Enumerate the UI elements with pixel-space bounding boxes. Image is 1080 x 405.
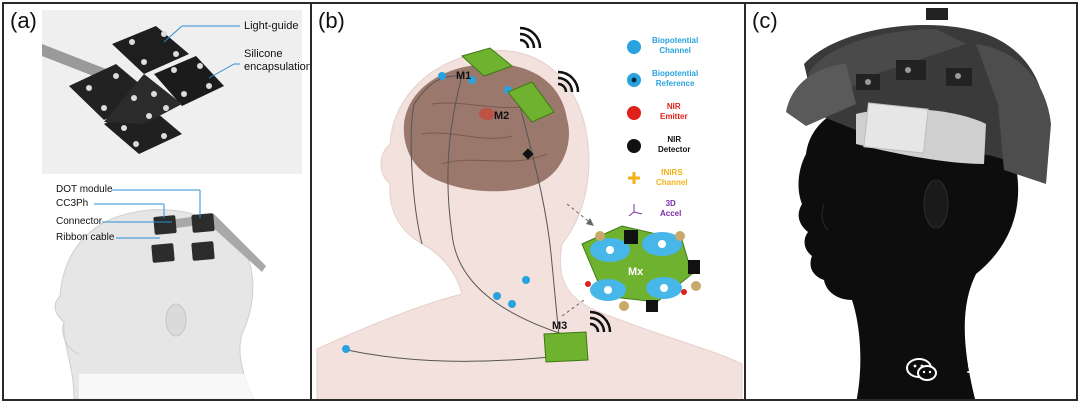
panel-b-label: (b) (318, 8, 345, 33)
legend-line2: Reference (655, 79, 695, 88)
legend-line2: Detector (658, 145, 691, 154)
callout-encapsulation: encapsulation (244, 61, 312, 73)
legend-line1: Biopotential (652, 36, 699, 45)
panel-b: (b) (310, 2, 746, 401)
callout-dot-module: DOT module (56, 184, 113, 195)
legend-line2: Accel (660, 209, 682, 218)
wireless-icons (519, 26, 612, 333)
panel-a: (a) (2, 2, 312, 401)
module-label-m2: M2 (494, 110, 510, 122)
module-label-m3: M3 (552, 320, 568, 332)
module-label-m1: M1 (456, 70, 472, 82)
panel-a-label: (a) (10, 8, 37, 33)
legend-markers (627, 40, 643, 217)
legend-line2: Channel (656, 178, 688, 187)
panel-c-illustration (786, 8, 1051, 399)
legend-line1: 3D (665, 199, 676, 208)
panel-c: (c) (744, 2, 1078, 401)
legend-biopotential-channel: Biopotential Channel (652, 36, 698, 56)
wechat-icon (906, 358, 937, 381)
panel-c-label: (c) (752, 8, 778, 33)
callout-connector: Connector (56, 216, 103, 227)
legend-biopotential-reference: Biopotential Reference (652, 69, 698, 89)
legend-fnirs-channel: fNIRS Channel (656, 168, 688, 188)
mannequin (798, 95, 1019, 399)
callout-light-guide: Light-guide (244, 20, 299, 32)
mx-module-detail (581, 225, 701, 312)
module-label-mx: Mx (628, 266, 644, 278)
callout-cc3ph: CC3Ph (56, 198, 89, 209)
legend-line1: Biopotential (652, 69, 699, 78)
callout-ribbon-cable: Ribbon cable (56, 232, 115, 243)
legend-nir-emitter: NIR Emitter (660, 102, 688, 122)
legend-nir-detector: NIR Detector (658, 135, 690, 155)
panel-b-illustration (316, 26, 743, 399)
panel-a-illustration (42, 10, 302, 399)
legend-line1: fNIRS (660, 168, 683, 177)
legend-line2: Emitter (660, 112, 688, 121)
callout-silicone: Silicone (244, 48, 283, 60)
photo-modules (69, 26, 224, 154)
legend-line1: NIR (666, 102, 681, 111)
legend-3d-accel: 3D Accel (660, 199, 681, 219)
headset (786, 8, 1051, 184)
watermark-text: 茗创科技 (965, 357, 1058, 382)
legend-line2: Channel (659, 46, 691, 55)
legend-line1: NIR (667, 135, 682, 144)
head-diagram (54, 209, 294, 399)
